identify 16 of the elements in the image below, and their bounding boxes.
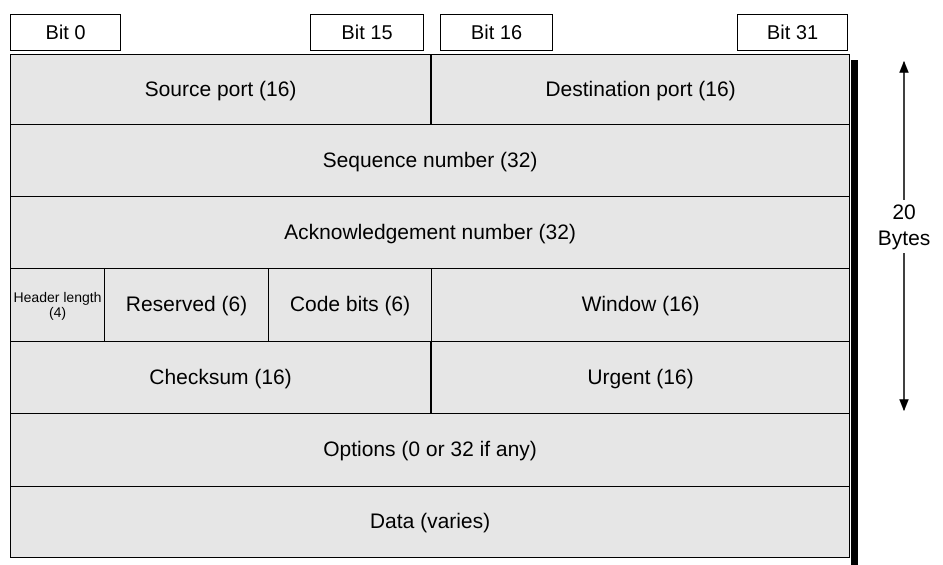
- header-field: Options (0 or 32 if any): [10, 413, 850, 487]
- header-field: Destination port (16): [431, 54, 850, 125]
- header-field: Reserved (6): [104, 268, 269, 342]
- header-field: Data (varies): [10, 486, 850, 558]
- header-field: Window (16): [431, 268, 850, 342]
- header-field: Urgent (16): [431, 341, 850, 414]
- header-field: Checksum (16): [10, 341, 431, 414]
- bit-position-box: Bit 16: [440, 14, 553, 51]
- header-field: Header length (4): [10, 268, 105, 342]
- header-field: Code bits (6): [268, 268, 432, 342]
- bit-position-box: Bit 0: [10, 14, 121, 51]
- header-field: Acknowledgement number (32): [10, 196, 850, 269]
- bit-position-box: Bit 15: [310, 14, 424, 51]
- header-field: Source port (16): [10, 54, 431, 125]
- header-field: Sequence number (32): [10, 124, 850, 197]
- bit-position-box: Bit 31: [737, 14, 848, 51]
